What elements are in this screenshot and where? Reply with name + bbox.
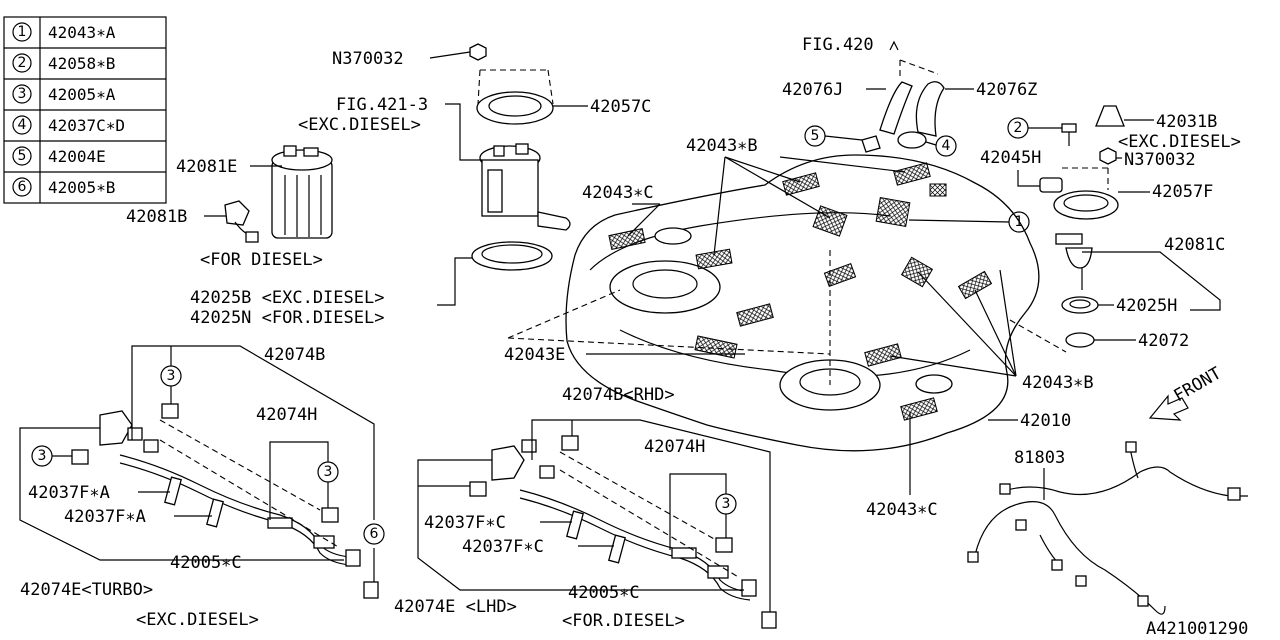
- legend-num: 3: [18, 86, 27, 102]
- label-42074h-left: 42074H: [256, 405, 317, 425]
- callout-3b: 3: [317, 461, 339, 483]
- label-42025n: 42025N <FOR.DIESEL>: [190, 308, 384, 328]
- label-42037f-a2: 42037F∗A: [64, 507, 146, 527]
- callout-2: 2: [1007, 117, 1029, 139]
- legend-part: 42004E: [48, 147, 106, 166]
- label-n370032-top: N370032: [332, 49, 404, 69]
- label-fig421-3: FIG.421-3: [336, 95, 428, 115]
- label-42005c-right: 42005∗C: [568, 583, 640, 603]
- svg-text:4: 4: [942, 138, 951, 154]
- legend-num: 4: [18, 117, 27, 133]
- legend-row: 6 42005∗B: [12, 177, 115, 197]
- label-42031b: 42031B: [1156, 112, 1217, 132]
- label-fig420: FIG.420: [802, 35, 874, 55]
- label-42025h: 42025H: [1116, 296, 1177, 316]
- label-42072: 42072: [1138, 331, 1189, 351]
- label-front: FRONT: [1171, 363, 1225, 406]
- label-42043b-right: 42043∗B: [1022, 373, 1094, 393]
- label-42043c-bottom: 42043∗C: [866, 500, 938, 520]
- right-side-parts-drawing: [1039, 105, 1125, 348]
- label-42081e: 42081E: [176, 157, 237, 177]
- label-42074b-left: 42074B: [264, 345, 325, 365]
- label-42043b-top: 42043∗B: [686, 136, 758, 156]
- fuel-lines-left-drawing: [71, 403, 379, 599]
- label-42025b: 42025B <EXC.DIESEL>: [190, 288, 384, 308]
- label-42045h: 42045H: [980, 148, 1041, 168]
- fuel-filter-drawing: [224, 145, 333, 243]
- label-42057f: 42057F: [1152, 182, 1213, 202]
- label-42076z: 42076Z: [976, 80, 1037, 100]
- label-42074b-rhd: 42074B<RHD>: [562, 385, 675, 405]
- callout-6: 6: [363, 523, 385, 545]
- legend-table: 1 42043∗A 2 42058∗B 3 42005∗A 4 42037C∗D…: [3, 16, 167, 204]
- label-exc-diesel-bottom: <EXC.DIESEL>: [136, 610, 259, 630]
- label-42074e-turbo: 42074E<TURBO>: [20, 580, 153, 600]
- label-81803: 81803: [1014, 448, 1065, 468]
- legend-row: 1 42043∗A: [12, 22, 116, 42]
- callout-3a: 3: [160, 365, 182, 387]
- label-for-diesel-filter: <FOR DIESEL>: [200, 250, 323, 270]
- label-42043c-left: 42043∗C: [582, 183, 654, 203]
- legend-row: 4 42037C∗D: [12, 115, 125, 135]
- label-42057c: 42057C: [590, 97, 651, 117]
- legend-part: 42043∗A: [48, 23, 116, 42]
- label-n370032-right: N370032: [1124, 150, 1196, 170]
- svg-text:5: 5: [811, 128, 820, 144]
- legend-row: 3 42005∗A: [12, 84, 116, 104]
- callout-5: 5: [804, 125, 826, 147]
- label-exc-diesel-pump: <EXC.DIESEL>: [298, 115, 421, 135]
- legend-num: 5: [18, 148, 27, 164]
- legend-num: 1: [18, 24, 27, 40]
- label-42010: 42010: [1020, 411, 1071, 431]
- legend-num: 6: [18, 179, 27, 195]
- label-42037f-c1: 42037F∗C: [424, 513, 506, 533]
- svg-text:1: 1: [1015, 214, 1024, 230]
- fuel-pump-drawing: [469, 43, 571, 271]
- label-42076j: 42076J: [782, 80, 843, 100]
- wire-harness-drawing: [967, 441, 1248, 615]
- legend-part: 42005∗A: [48, 85, 116, 104]
- svg-text:3: 3: [324, 464, 333, 480]
- legend-num: 2: [18, 55, 27, 71]
- label-42043e: 42043E: [504, 345, 565, 365]
- callout-3d: 3: [715, 493, 737, 515]
- legend-part: 42058∗B: [48, 54, 115, 73]
- label-42081c: 42081C: [1164, 235, 1225, 255]
- svg-text:6: 6: [370, 526, 379, 542]
- label-42037f-a1: 42037F∗A: [28, 483, 110, 503]
- label-42074e-lhd: 42074E <LHD>: [394, 597, 517, 617]
- callout-4: 4: [935, 135, 957, 157]
- legend-part: 42037C∗D: [48, 116, 125, 135]
- label-42037f-c2: 42037F∗C: [462, 537, 544, 557]
- svg-text:3: 3: [167, 368, 176, 384]
- diagram-id: A421001290: [1146, 619, 1248, 639]
- front-arrow-icon: [1148, 394, 1189, 421]
- label-42005c-left: 42005∗C: [170, 553, 242, 573]
- legend-row: 2 42058∗B: [12, 53, 115, 73]
- label-42081b: 42081B: [126, 207, 187, 227]
- svg-text:2: 2: [1014, 120, 1023, 136]
- svg-text:3: 3: [38, 448, 47, 464]
- callout-3c: 3: [31, 445, 53, 467]
- label-for-diesel-bottom: <FOR.DIESEL>: [562, 611, 685, 631]
- svg-text:3: 3: [722, 496, 731, 512]
- fuel-lines-right-drawing: [469, 435, 777, 629]
- legend-part: 42005∗B: [48, 178, 115, 197]
- label-42074h-right: 42074H: [644, 437, 705, 457]
- legend-row: 5 42004E: [12, 146, 106, 166]
- label-exc-diesel-right: <EXC.DIESEL>: [1118, 132, 1241, 152]
- filler-hoses-drawing: [861, 40, 945, 153]
